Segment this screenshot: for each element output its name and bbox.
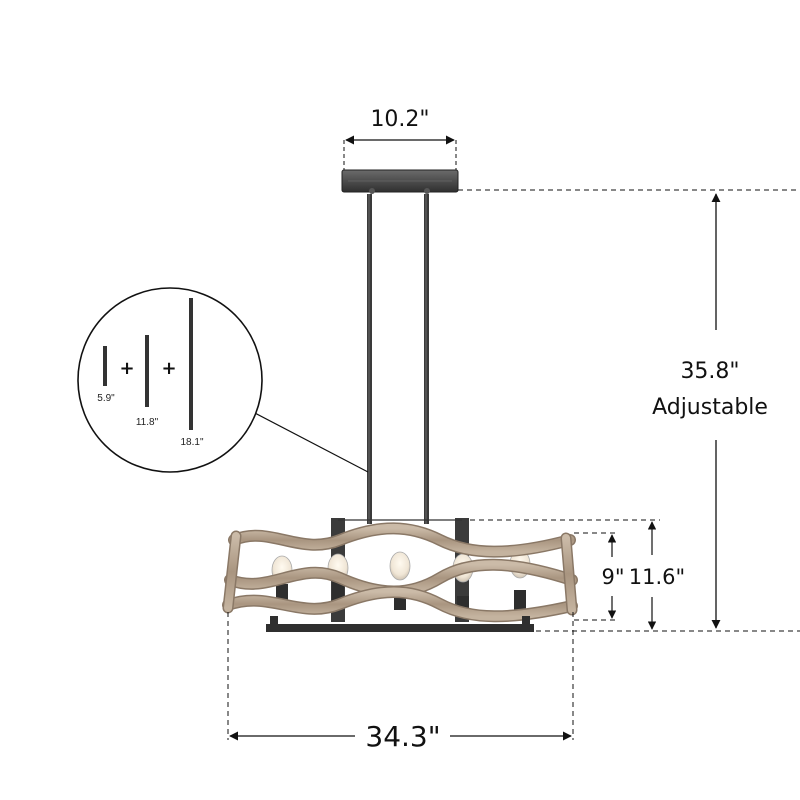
fixture-length-label: 34.3" xyxy=(365,720,440,753)
wood-cage xyxy=(222,522,578,623)
bottom-bar xyxy=(266,624,534,632)
fixture-height-label: 11.6" xyxy=(629,565,685,589)
suspension-rods xyxy=(367,194,429,524)
overall-height-dimension: 35.8" Adjustable xyxy=(652,193,768,629)
rod-short-label: 5.9" xyxy=(97,393,115,404)
plus-sign-2: + xyxy=(161,358,176,379)
rod-short xyxy=(103,346,107,386)
fixture-height-dimensions: 9" 11.6" xyxy=(470,519,800,632)
bulb-3 xyxy=(389,551,411,610)
rod-medium-label: 11.8" xyxy=(136,417,159,428)
shade-height-label: 9" xyxy=(601,565,624,589)
canopy xyxy=(341,169,459,194)
rod-long-label: 18.1" xyxy=(180,437,203,448)
bulb-5 xyxy=(509,549,531,610)
rod-long xyxy=(189,298,193,430)
canopy-width-label: 10.2" xyxy=(370,107,429,132)
rod-length-callout: + + 5.9" 11.8" 18.1" xyxy=(77,287,369,473)
fixture xyxy=(222,518,578,632)
plus-sign-1: + xyxy=(119,358,134,379)
rod-medium xyxy=(145,335,149,407)
canopy-width-dimension: 10.2" xyxy=(343,107,457,178)
adjustable-label: Adjustable xyxy=(652,395,768,420)
fixture-length-dimension: 34.3" xyxy=(227,612,574,753)
overall-height-label: 35.8" xyxy=(680,359,739,384)
